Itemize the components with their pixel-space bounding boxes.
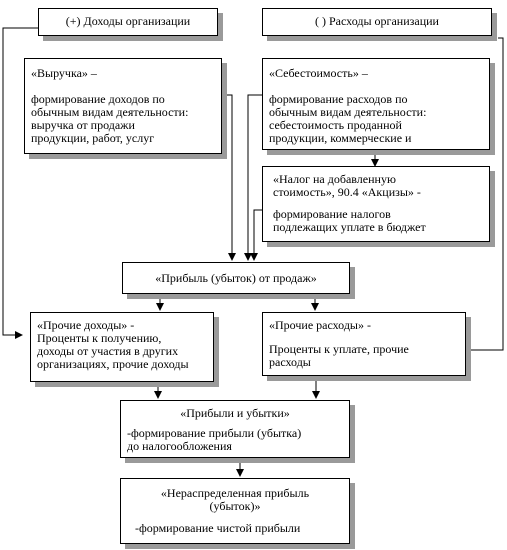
retained-earnings-box: «Нераспределенная прибыль (убыток)» -фор… (120, 478, 350, 544)
profit-loss-line: до налогообложения (127, 439, 232, 453)
revenue-title: «Выручка» – (31, 66, 97, 80)
cost-title: «Себестоимость» – (269, 66, 368, 80)
cost-line: обычным видам деятельности: (269, 105, 427, 119)
cost-line: продукции, коммерческие и (269, 131, 412, 145)
retained-title: (убыток)» (209, 499, 261, 513)
expense-header-label: ( ) Расходы организации (315, 14, 439, 28)
income-header-box: (+) Доходы организации (38, 8, 218, 36)
tax-line: «Налог на добавленную (273, 172, 396, 186)
other-expense-line: Проценты к уплате, прочие (269, 342, 409, 356)
other-income-line: организациях, прочие доходы (37, 357, 189, 371)
profit-loss-line: -формирование прибыли (убытка) (127, 426, 302, 440)
tax-desc: формирование налогов (273, 207, 391, 221)
expense-header-box: ( ) Расходы организации (262, 8, 492, 36)
tax-to-sales-profit-arrow (250, 209, 262, 261)
sales-profit-box: «Прибыль (убыток) от продаж» (122, 262, 350, 294)
other-expense-box: «Прочие расходы» - Проценты к уплате, пр… (262, 312, 466, 376)
tax-line: стоимость», 90.4 «Акцизы» - (273, 185, 421, 199)
other-income-line: Проценты к получению, (37, 331, 162, 345)
income-header-label: (+) Доходы организации (65, 14, 191, 28)
cost-line: формирование расходов по (269, 92, 408, 106)
other-expense-line: расходы (269, 355, 311, 369)
cost-to-sales-profit-arrow (244, 94, 262, 261)
revenue-line: формирование доходов по (31, 92, 165, 106)
retained-title: «Нераспределенная прибыль (160, 486, 310, 500)
revenue-box: «Выручка» – формирование доходов по обыч… (24, 58, 222, 154)
income-to-other-income-line (2, 27, 38, 339)
revenue-line: продукции, работ, услуг (31, 131, 155, 145)
cost-box: «Себестоимость» – формирование расходов … (262, 58, 490, 150)
revenue-line: выручка от продажи (31, 118, 135, 132)
other-income-box: «Прочие доходы» - Проценты к получению, … (30, 312, 214, 382)
tax-desc: подлежащих уплате в бюджет (273, 220, 426, 234)
other-income-line: доходы от участия в других (37, 344, 179, 358)
expense-to-other-expense-line (466, 37, 504, 351)
cost-line: себестоимость проданной (269, 118, 402, 132)
retained-desc: -формирование чистой прибыли (135, 521, 301, 535)
profit-loss-box: «Прибыли и убытки» -формирование прибыли… (120, 400, 350, 458)
tax-box: «Налог на добавленную стоимость», 90.4 «… (262, 166, 490, 242)
profit-loss-title: «Прибыли и убытки» (180, 406, 290, 420)
sales-profit-label: «Прибыль (убыток) от продаж» (155, 271, 317, 285)
other-expense-title: «Прочие расходы» - (269, 318, 371, 332)
revenue-line: обычным видам деятельности: (31, 105, 189, 119)
revenue-to-sales-profit-arrow (222, 94, 236, 261)
other-income-line: «Прочие доходы» - (37, 318, 135, 332)
